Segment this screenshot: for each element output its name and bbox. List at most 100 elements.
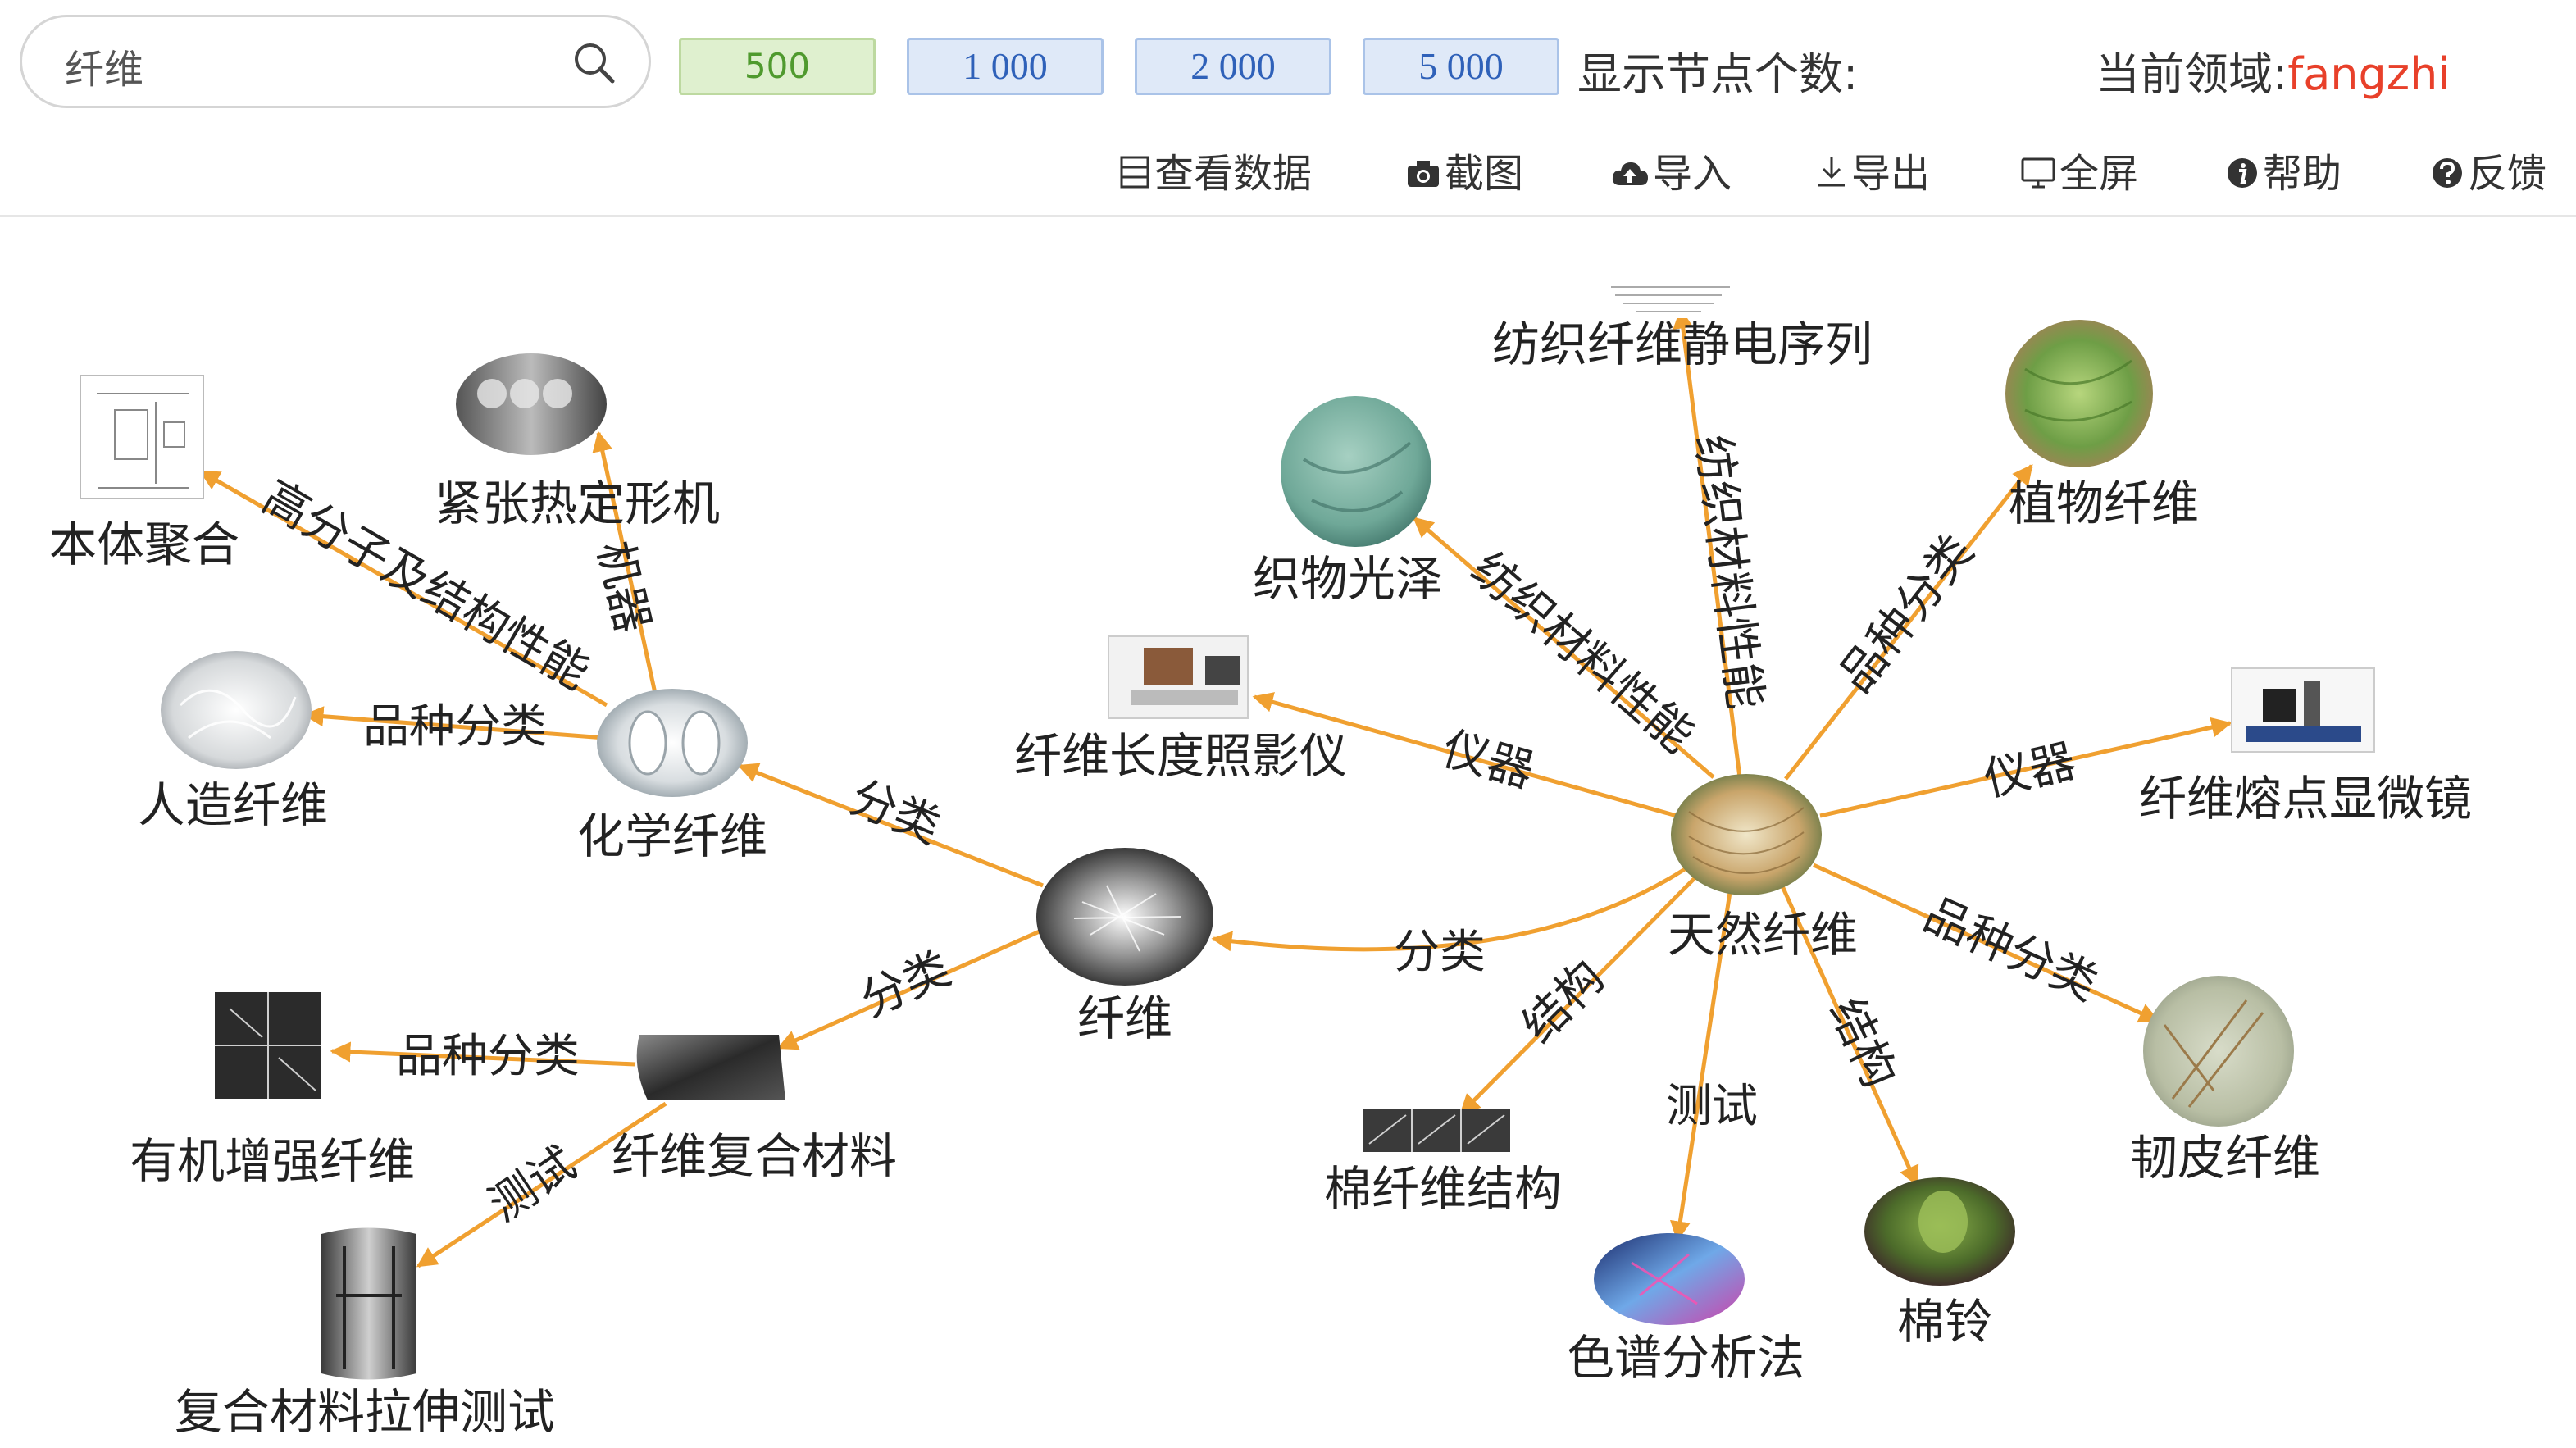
graph-edges [198, 307, 2232, 1268]
node-bast-label: 韧皮纤维 [2130, 1130, 2320, 1186]
node-organic-label: 有机增强纤维 [130, 1133, 415, 1189]
search-icon[interactable] [570, 39, 619, 88]
edge-natural-chromato[interactable] [1670, 881, 1734, 1242]
node-electro-label: 纺织纤维静电序列 [1492, 316, 1873, 372]
edge-chemical-manmade[interactable] [303, 706, 606, 740]
node-boll[interactable]: 棉铃 [1864, 1177, 2015, 1350]
import-button[interactable]: 导入 [1610, 141, 1732, 198]
edge-label-chemical-manmade: 品种分类 [363, 700, 547, 754]
monitor-icon [2021, 157, 2055, 189]
node-chemical-image[interactable] [597, 689, 748, 797]
node-plant[interactable]: 植物纤维 [2005, 320, 2199, 531]
cloud-upload-icon [1612, 162, 1648, 185]
node-lengthmeter-label: 纤维长度照影仪 [1014, 728, 1347, 784]
edge-natural-plant[interactable] [1784, 464, 2033, 781]
download-icon [1818, 157, 1845, 187]
edge-natural-boll[interactable] [1777, 877, 1919, 1187]
screenshot-label: 截图 [1445, 151, 1524, 197]
node-bast[interactable]: 韧皮纤维 [2130, 976, 2320, 1186]
node-bulk-image[interactable] [80, 375, 204, 499]
feedback-button[interactable]: 反馈 [2430, 141, 2546, 198]
edge-natural-electro[interactable] [1673, 307, 1742, 778]
edge-chemical-heatset[interactable] [592, 430, 658, 698]
node-bast-image[interactable] [2143, 976, 2294, 1127]
edge-label-natural-boll: 结构 [1819, 990, 1906, 1096]
edge-label-composite-organic: 品种分类 [396, 1030, 580, 1083]
node-count-1000-button[interactable]: 1 000 [907, 38, 1104, 95]
node-lengthmeter[interactable]: 纤维长度照影仪 [1014, 635, 1347, 784]
knowledge-graph-canvas[interactable]: 分类 分类 分类 高分子及结构性能 机器 品种分类 品种分类 测试 仪器 纺织材… [0, 217, 2576, 1447]
toolbar-divider [0, 215, 2576, 217]
edge-natural-luster[interactable] [1413, 517, 1715, 779]
node-count-5000-button[interactable]: 5 000 [1363, 38, 1559, 95]
node-melting-label: 纤维熔点显微镜 [2139, 771, 2472, 826]
current-domain-label: 当前领域: [2096, 48, 2288, 100]
node-tensile[interactable]: 复合材料拉伸测试 [175, 1227, 555, 1441]
node-fiber[interactable]: 纤维 [1036, 848, 1213, 1046]
edge-natural-bast[interactable] [1812, 863, 2160, 1023]
node-chemical[interactable]: 化学纤维 [577, 689, 767, 864]
node-cottonstruct[interactable]: 棉纤维结构 [1324, 1109, 1562, 1217]
search-input[interactable]: 纤维 [65, 47, 144, 93]
node-manmade-image[interactable] [161, 651, 312, 769]
view-data-label: 查看数据 [1154, 151, 1313, 197]
node-bulk-label: 本体聚合 [49, 517, 239, 572]
node-melting[interactable]: 纤维熔点显微镜 [2139, 667, 2472, 826]
node-manmade-label: 人造纤维 [138, 777, 328, 833]
node-organic[interactable]: 有机增强纤维 [130, 992, 415, 1189]
current-domain: 当前领域:fangzhi [2096, 38, 2450, 102]
edge-natural-fiber[interactable] [1211, 858, 1699, 952]
node-cottonstruct-label: 棉纤维结构 [1324, 1161, 1562, 1217]
edge-composite-tensile[interactable] [416, 1101, 667, 1268]
node-tensile-image[interactable] [321, 1227, 416, 1380]
node-electro-image[interactable] [1605, 280, 1736, 318]
edge-fiber-chemical[interactable] [737, 763, 1044, 888]
search-box[interactable]: 纤维 [20, 15, 651, 108]
question-icon [2433, 158, 2462, 188]
node-composite-image[interactable] [636, 1035, 785, 1100]
node-luster-label: 织物光泽 [1253, 551, 1443, 607]
node-count-2000-button[interactable]: 2 000 [1135, 38, 1331, 95]
node-composite[interactable]: 纤维复合材料 [612, 1035, 897, 1184]
node-composite-label: 纤维复合材料 [612, 1128, 897, 1184]
edge-label-natural-bast: 品种分类 [1916, 888, 2105, 1011]
import-label: 导入 [1653, 151, 1732, 197]
edge-label-fiber-chemical: 分类 [843, 771, 948, 854]
node-natural[interactable]: 天然纤维 [1668, 774, 1858, 963]
edge-label-natural-lengthmeter: 仪器 [1436, 722, 1540, 799]
node-chromato[interactable]: 色谱分析法 [1567, 1233, 1805, 1386]
feedback-label: 反馈 [2468, 151, 2547, 197]
edge-label-natural-electro: 纺织材料性能 [1686, 432, 1772, 712]
edge-natural-lengthmeter[interactable] [1252, 692, 1677, 818]
node-plant-image[interactable] [2005, 320, 2153, 467]
node-heatset[interactable]: 紧张热定形机 [435, 353, 720, 531]
edge-composite-organic[interactable] [330, 1041, 636, 1067]
node-manmade[interactable]: 人造纤维 [138, 651, 328, 833]
node-luster[interactable]: 织物光泽 [1253, 396, 1443, 607]
edge-natural-melting[interactable] [1819, 717, 2232, 818]
node-chromato-image[interactable] [1594, 1233, 1745, 1325]
screenshot-button[interactable]: 截图 [1405, 141, 1523, 198]
fullscreen-button[interactable]: 全屏 [2020, 141, 2138, 198]
node-boll-label: 棉铃 [1897, 1294, 1992, 1350]
node-fiber-label: 纤维 [1077, 990, 1172, 1046]
current-domain-value: fangzhi [2287, 48, 2451, 100]
node-fiber-image[interactable] [1036, 848, 1213, 986]
export-button[interactable]: 导出 [1815, 141, 1930, 198]
node-bulk[interactable]: 本体聚合 [49, 375, 239, 572]
edge-natural-cottonstruct[interactable] [1459, 874, 1699, 1115]
table-icon [1120, 156, 1149, 189]
node-count-label: 显示节点个数: [1577, 48, 1859, 100]
view-data-button[interactable]: 查看数据 [1118, 141, 1312, 198]
node-natural-label: 天然纤维 [1668, 907, 1858, 963]
export-label: 导出 [1851, 151, 1931, 197]
help-button[interactable]: 帮助 [2225, 141, 2342, 198]
edge-chemical-bulk[interactable] [198, 469, 608, 708]
node-electro[interactable]: 纺织纤维静电序列 [1492, 280, 1873, 372]
node-chromato-label: 色谱分析法 [1567, 1330, 1805, 1386]
edge-label-natural-plant: 品种分类 [1829, 525, 1984, 703]
node-count-500-button[interactable]: 500 [679, 38, 876, 95]
node-chemical-label: 化学纤维 [577, 808, 767, 864]
edge-label-fiber-composite: 分类 [853, 942, 958, 1028]
edge-fiber-composite[interactable] [776, 928, 1043, 1050]
